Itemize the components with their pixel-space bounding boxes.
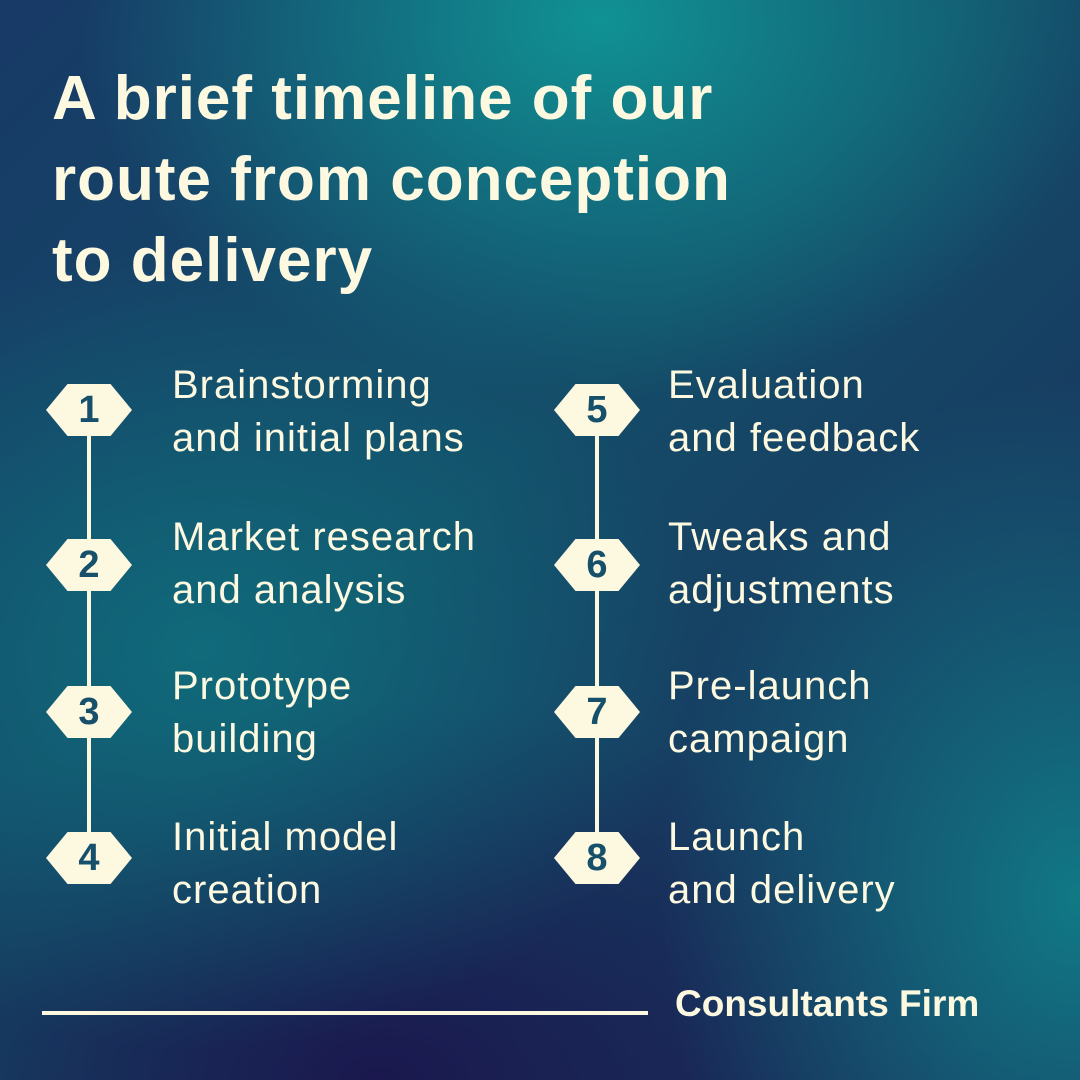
step-number-hexagon: 4 bbox=[46, 832, 132, 884]
step-label: Tweaks and adjustments bbox=[668, 511, 895, 617]
step-label: Evaluation and feedback bbox=[668, 359, 920, 465]
step-label-line: building bbox=[172, 717, 318, 761]
step-number-hexagon: 3 bbox=[46, 686, 132, 738]
step-label-line: Launch bbox=[668, 815, 806, 859]
step-label: Initial model creation bbox=[172, 811, 398, 917]
step-label: Pre-launch campaign bbox=[668, 660, 871, 766]
step-label-line: Tweaks and bbox=[668, 515, 892, 559]
brand-name: Consultants Firm bbox=[675, 983, 980, 1024]
step-label: Launch and delivery bbox=[668, 811, 896, 917]
step-label: Brainstorming and initial plans bbox=[172, 359, 465, 465]
step-label-line: Initial model bbox=[172, 815, 399, 859]
step-number-hexagon: 6 bbox=[554, 539, 640, 591]
footer-divider bbox=[42, 1011, 648, 1015]
step-label-line: and analysis bbox=[172, 568, 407, 612]
step-label-line: Market research bbox=[172, 515, 476, 559]
step-label-line: campaign bbox=[668, 717, 850, 761]
title-line: A brief timeline of our bbox=[52, 64, 714, 133]
step-number-hexagon: 2 bbox=[46, 539, 132, 591]
timeline-connector-right bbox=[595, 410, 599, 858]
step-number-hexagon: 7 bbox=[554, 686, 640, 738]
title-line: route from conception bbox=[52, 145, 731, 214]
step-label-line: adjustments bbox=[668, 568, 895, 612]
step-label-line: creation bbox=[172, 868, 323, 912]
step-label-line: and feedback bbox=[668, 416, 921, 460]
step-label-line: Pre-launch bbox=[668, 664, 872, 708]
step-label-line: and delivery bbox=[668, 868, 896, 912]
page-title: A brief timeline of our route from conce… bbox=[52, 58, 731, 301]
step-label-line: Brainstorming bbox=[172, 363, 432, 407]
step-label-line: and initial plans bbox=[172, 416, 465, 460]
timeline-connector-left bbox=[87, 410, 91, 858]
step-label: Prototype building bbox=[172, 660, 352, 766]
step-number-hexagon: 5 bbox=[554, 384, 640, 436]
step-label: Market research and analysis bbox=[172, 511, 476, 617]
step-number-hexagon: 8 bbox=[554, 832, 640, 884]
step-label-line: Evaluation bbox=[668, 363, 865, 407]
title-line: to delivery bbox=[52, 226, 374, 295]
step-number-hexagon: 1 bbox=[46, 384, 132, 436]
step-label-line: Prototype bbox=[172, 664, 353, 708]
